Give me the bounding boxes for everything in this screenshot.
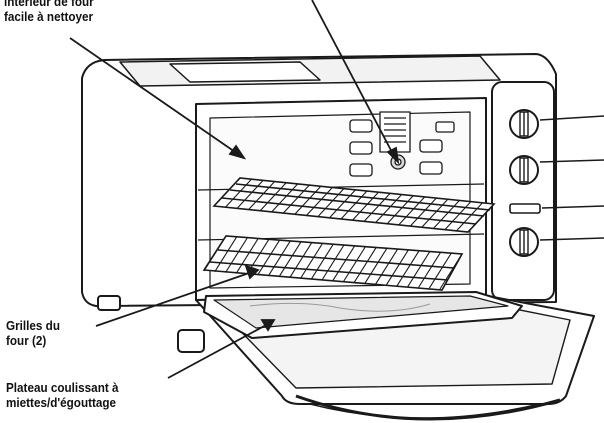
oven-top-window	[169, 61, 321, 83]
rack-wire	[375, 194, 403, 223]
rack-wire	[257, 239, 281, 276]
rack-wire	[418, 252, 442, 288]
control-leader-lines	[539, 115, 604, 241]
rack-wire	[467, 203, 495, 233]
racks-arrow	[95, 271, 253, 327]
rack-wire	[364, 247, 388, 284]
rack-wire	[310, 243, 334, 280]
oven-door-handle	[295, 394, 561, 421]
rack-wire	[439, 253, 463, 290]
rack-wire	[267, 240, 291, 277]
interior-arrow	[69, 37, 239, 155]
callout-arrows	[69, 0, 400, 379]
rack-wire	[329, 189, 356, 219]
rack-wire	[248, 181, 276, 210]
label-interior: intérieur de four facile à nettoyer	[4, 0, 94, 24]
oven-foot-left	[97, 295, 121, 311]
oven-foot-rear	[177, 329, 205, 353]
rack-wire	[332, 245, 356, 282]
rack-wire	[271, 183, 299, 213]
rack-wire	[235, 238, 259, 274]
interior-vents	[349, 111, 455, 177]
label-interior-line2: facile à nettoyer	[4, 9, 94, 24]
rack-wire	[342, 246, 366, 282]
label-tray: Plateau coulissant à miettes/d'égouttage	[6, 380, 119, 410]
rack-wire	[409, 197, 437, 227]
temperature-knob	[509, 109, 539, 139]
label-racks-line1: Grilles du	[6, 318, 60, 333]
rack-wire	[300, 243, 324, 279]
tray-arrow	[167, 323, 269, 379]
control-knobs	[509, 109, 541, 257]
rack-wire	[407, 251, 431, 287]
rack-wire	[432, 200, 460, 229]
rack-wire	[428, 252, 452, 289]
rack-wire	[385, 249, 409, 286]
rack-wire	[321, 244, 345, 281]
rack-wire	[386, 195, 414, 225]
rack-wire	[375, 248, 399, 285]
rack-wire	[444, 201, 472, 231]
rack-wire	[294, 185, 322, 215]
rack-wire	[225, 178, 252, 208]
rack-wire	[352, 191, 379, 221]
label-tray-line1: Plateau coulissant à	[6, 380, 119, 395]
rack-wire	[282, 184, 310, 214]
rack-wire	[289, 242, 313, 278]
rack-wire	[305, 187, 333, 216]
rack-wire	[213, 177, 241, 207]
label-interior-line1: intérieur de four	[4, 0, 94, 9]
rack-wire	[236, 179, 264, 209]
timer-knob	[509, 227, 539, 257]
rack-wire	[398, 196, 426, 226]
rack-wire	[259, 182, 287, 212]
label-racks: Grilles du four (2)	[6, 318, 60, 348]
oven-rack-upper-bars	[213, 177, 495, 233]
light-arrow	[311, 0, 395, 157]
rack-wire	[340, 190, 368, 220]
function-knob	[509, 155, 539, 185]
rack-wire	[456, 202, 483, 232]
rack-wire	[203, 235, 227, 272]
rack-wire	[224, 237, 248, 273]
rack-wire	[421, 198, 449, 228]
rack-wire	[317, 188, 345, 218]
label-tray-line2: miettes/d'égouttage	[6, 395, 117, 410]
label-racks-line2: four (2)	[6, 333, 47, 348]
rack-wire	[353, 247, 377, 283]
rack-wire	[396, 250, 420, 287]
indicator-light	[509, 203, 541, 214]
rack-wire	[214, 236, 238, 273]
rack-wire	[278, 241, 302, 278]
rack-wire	[363, 192, 391, 222]
